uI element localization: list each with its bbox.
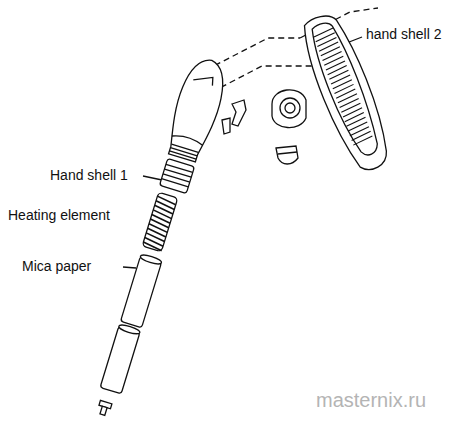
thread	[169, 151, 196, 159]
grille-rib	[336, 89, 356, 98]
grille-rib	[315, 33, 335, 42]
grille-rib	[332, 80, 352, 89]
grille-rib	[342, 108, 362, 117]
coil-winding	[150, 219, 170, 228]
grille-rib	[313, 28, 333, 37]
grille-rib	[327, 66, 347, 75]
watermark: masternix.ru	[316, 389, 426, 411]
ring	[272, 90, 306, 164]
grille-rib	[346, 117, 366, 126]
coil-winding	[151, 214, 171, 223]
coil-winding	[154, 205, 174, 214]
grille-rib	[347, 122, 367, 131]
grille-rib	[353, 136, 373, 145]
part-label: Mica paper	[22, 259, 91, 274]
grille-rib	[330, 75, 350, 84]
grille-rib	[325, 61, 345, 70]
tube	[100, 323, 141, 394]
grille-rib	[344, 113, 364, 122]
thread	[170, 148, 197, 156]
grille-rib	[339, 98, 359, 107]
coil-winding	[143, 242, 163, 251]
mica-paper-tube	[121, 253, 163, 327]
coil-winding	[147, 228, 167, 237]
coil-winding	[157, 196, 177, 205]
screw	[97, 400, 112, 416]
coil-winding	[148, 224, 168, 233]
thread	[172, 144, 199, 152]
grille-rib	[324, 56, 344, 65]
grille-rib	[337, 94, 357, 103]
coil-winding	[152, 210, 172, 219]
grille-rib	[322, 51, 342, 60]
grille-rib	[318, 42, 338, 51]
coil-winding	[144, 237, 164, 246]
part-label: Heating element	[8, 208, 110, 223]
hand-shell-1-nut	[160, 159, 195, 194]
grille-rib	[329, 70, 349, 79]
part-label: Hand shell 1	[50, 168, 128, 183]
grille-rib	[341, 103, 361, 112]
coil-winding	[145, 233, 165, 242]
part-label: hand shell 2	[366, 27, 442, 42]
clip	[222, 100, 246, 134]
heating-element	[142, 192, 177, 251]
grille-rib	[320, 47, 340, 56]
grille-rib	[334, 84, 354, 93]
coil-winding	[155, 201, 175, 210]
grille-rib	[351, 131, 371, 140]
handle-body	[162, 54, 231, 164]
nut-groove	[162, 179, 189, 187]
grille-rib	[349, 127, 369, 136]
grille-rib	[317, 37, 337, 46]
